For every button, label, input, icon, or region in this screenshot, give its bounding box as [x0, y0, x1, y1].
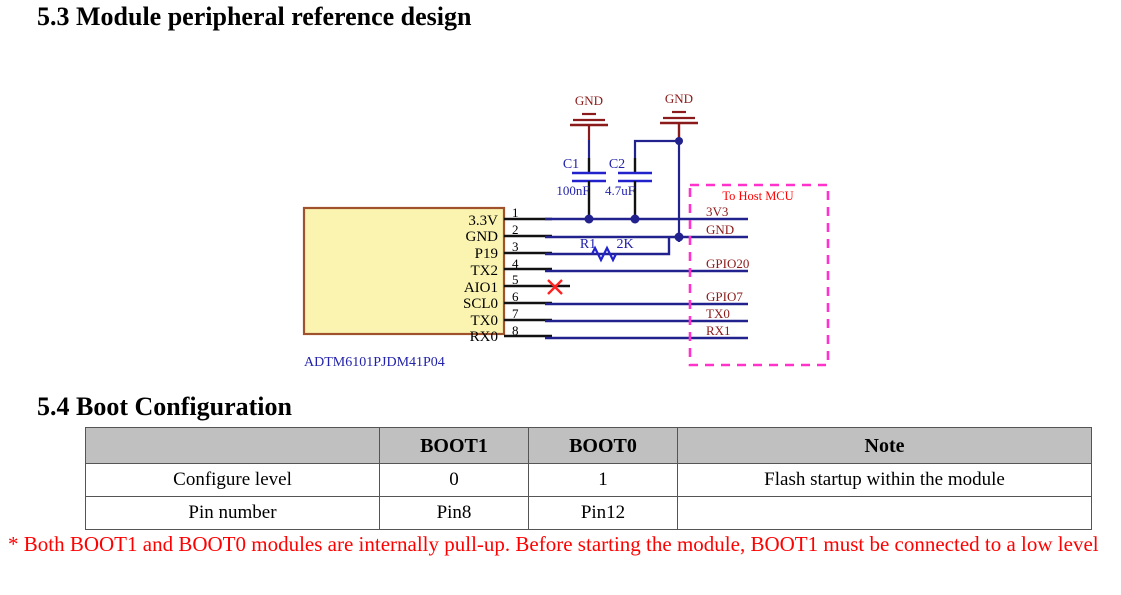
ground-symbol-2: GND [660, 91, 698, 140]
module-pin-number: 4 [512, 256, 519, 271]
section-heading-5-3: 5.3 Module peripheral reference design [37, 2, 472, 31]
host-mcu-boundary [688, 183, 830, 367]
host-mcu-title: To Host MCU [722, 189, 793, 203]
module-pin-name: AIO1 [464, 280, 498, 296]
net-p19-pullup [545, 238, 671, 256]
junction-dot [584, 214, 594, 224]
table-header-cell-boot1: BOOT1 [379, 427, 529, 464]
module-body [302, 206, 506, 336]
junction-dot [674, 232, 684, 242]
table-cell-row-label: Pin number [85, 496, 380, 530]
module-pin-leads [504, 217, 570, 338]
capacitor-ref-label: C2 [609, 157, 625, 172]
capacitor-c1: C1 100nF [556, 157, 606, 216]
module-part-number-label: ADTM6101PJDM41P04 [304, 355, 445, 370]
host-net-label: RX1 [706, 323, 731, 338]
capacitor-value-label: 4.7uF [605, 183, 635, 198]
module-pin-name: RX0 [470, 329, 498, 345]
table-header-cell-note: Note [677, 427, 1092, 464]
boot-footnote: * Both BOOT1 and BOOT0 modules are inter… [8, 532, 1099, 556]
host-net-label: 3V3 [706, 204, 728, 219]
table-cell-boot0: 1 [528, 463, 678, 497]
module-pin-number: 7 [512, 306, 519, 321]
table-cell-note [677, 496, 1092, 530]
host-net-label: GND [706, 222, 734, 237]
table-row: Pin number Pin8 Pin12 [85, 496, 1092, 530]
module-pin-number: 2 [512, 222, 519, 237]
host-net-label: TX0 [706, 306, 730, 321]
module-pin-number: 8 [512, 323, 519, 338]
table-cell-note: Flash startup within the module [677, 463, 1092, 497]
table-header-row: BOOT1 BOOT0 Note [85, 427, 1092, 464]
module-pin-name: TX0 [471, 313, 499, 329]
section-heading-5-4: 5.4 Boot Configuration [37, 392, 292, 421]
table-cell-boot0: Pin12 [528, 496, 678, 530]
ground-label: GND [575, 93, 603, 108]
module-pin-name: P19 [475, 246, 498, 262]
capacitor-c2: C2 4.7uF [605, 157, 652, 216]
ground-symbol-1: GND [570, 93, 608, 158]
table-header-cell-boot0: BOOT0 [528, 427, 678, 464]
host-net-label: GPIO20 [706, 256, 749, 271]
table-cell-row-label: Configure level [85, 463, 380, 497]
junction-dot [630, 214, 640, 224]
wire-c2-top [633, 139, 679, 158]
table-cell-boot1: Pin8 [379, 496, 529, 530]
module-pin-number: 1 [512, 205, 519, 220]
peripheral-reference-schematic: GND GND C1 100nF C2 4.7uF ADTM6101PJ [0, 78, 1121, 383]
no-connect-marker [547, 279, 563, 295]
resistor-r1: R1 2K [580, 237, 634, 263]
capacitor-value-label: 100nF [556, 183, 589, 198]
resistor-value-label: 2K [616, 237, 633, 252]
boot-configuration-table: BOOT1 BOOT0 Note Configure level 0 1 Fla… [85, 427, 1092, 530]
module-pin-name: GND [466, 229, 499, 245]
table-header-cell-blank [85, 427, 380, 464]
module-pin-name: TX2 [471, 263, 499, 279]
ground-label: GND [665, 91, 693, 106]
host-net-label: GPIO7 [706, 289, 743, 304]
resistor-ref-label: R1 [580, 237, 596, 252]
capacitor-ref-label: C1 [563, 157, 579, 172]
module-pin-number: 3 [512, 239, 519, 254]
module-pin-number: 5 [512, 272, 519, 287]
module-pin-name: 3.3V [468, 213, 498, 229]
module-pin-name: SCL0 [463, 296, 498, 312]
module-pin-number: 6 [512, 289, 519, 304]
table-cell-boot1: 0 [379, 463, 529, 497]
table-row: Configure level 0 1 Flash startup within… [85, 463, 1092, 497]
